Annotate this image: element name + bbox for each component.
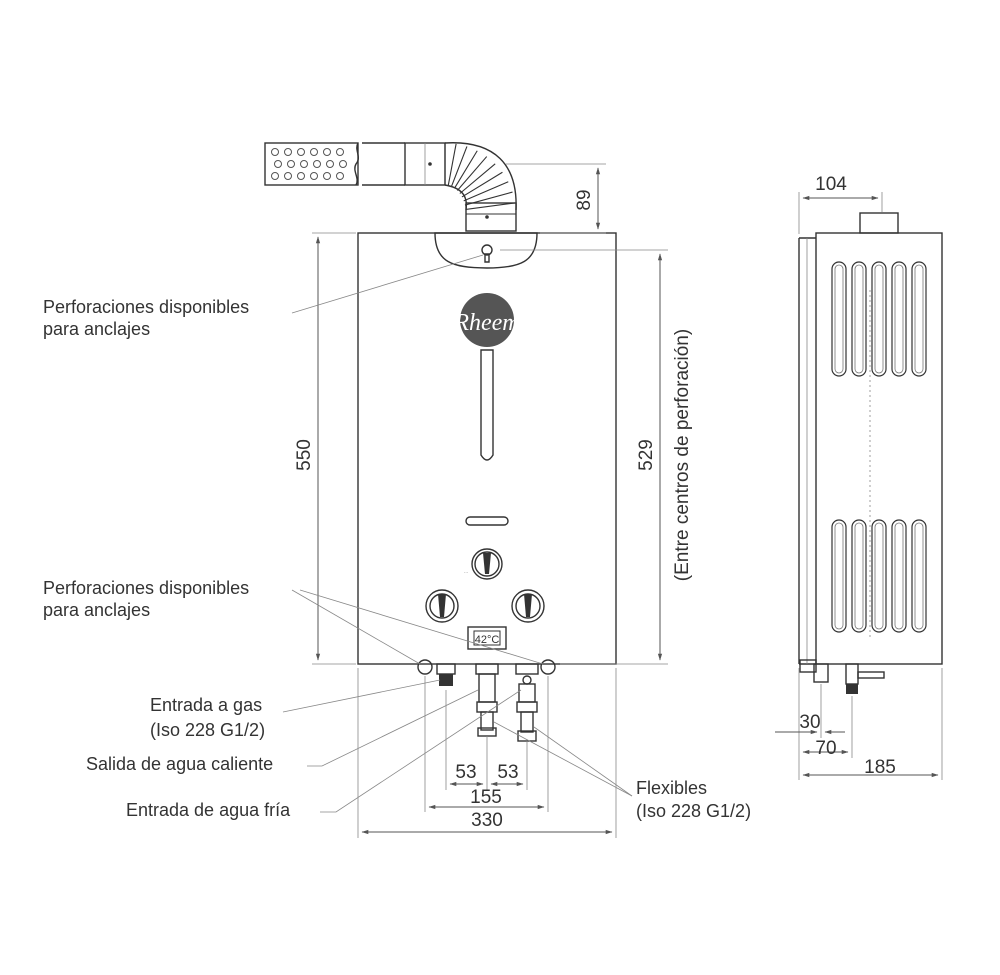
callout-flexibles-line1: Flexibles <box>636 778 707 798</box>
logo-text: Rheem <box>453 310 519 336</box>
viewing-window <box>480 349 494 461</box>
callout-anchor-bottom-line2: para anclajes <box>43 600 150 620</box>
dim-inlet-span: 155 <box>470 787 502 808</box>
front-dimensions: 89 550 529 (Entre centros de perforación… <box>294 163 693 838</box>
dim-flue-depth: 104 <box>815 174 847 195</box>
callout-cold-inlet: Entrada de agua fría <box>126 800 291 820</box>
svg-text:···: ··· <box>464 570 468 575</box>
callout-anchor-top-line2: para anclajes <box>43 319 150 339</box>
hanger-hole-icon <box>481 244 493 256</box>
flue-perforations <box>271 148 347 180</box>
center-knob: ··· <box>464 548 503 580</box>
left-knob <box>425 589 459 623</box>
side-body <box>815 232 943 665</box>
vent-slot <box>465 516 509 526</box>
callout-anchor-top-line1: Perforaciones disponibles <box>43 297 249 317</box>
dim-left-spacing: 53 <box>455 762 476 783</box>
side-flue <box>859 212 899 234</box>
callouts: Perforaciones disponibles para anclajes … <box>43 254 751 821</box>
dim-gas-offset: 30 <box>799 712 820 733</box>
callout-hot-outlet: Salida de agua caliente <box>86 754 273 774</box>
callout-gas-inlet-line2: (Iso 228 G1/2) <box>150 720 265 740</box>
callout-flexibles-line2: (Iso 228 G1/2) <box>636 801 751 821</box>
bottom-connections <box>417 659 556 742</box>
dim-hole-centers-note: (Entre centros de perforación) <box>672 329 693 581</box>
rheem-logo: Rheem <box>453 293 520 347</box>
dim-depth: 185 <box>864 757 896 778</box>
flue-terminal <box>264 142 446 186</box>
dim-height: 550 <box>294 439 315 471</box>
dim-flue-height: 89 <box>574 189 595 210</box>
side-vent-slots <box>831 261 927 633</box>
front-view: Rheem ··· 42°C <box>264 142 617 742</box>
right-knob <box>511 589 545 623</box>
dim-hole-centers: 529 <box>636 439 657 471</box>
display-value: 42°C <box>475 634 500 646</box>
dim-water-offset: 70 <box>815 738 836 759</box>
top-hood <box>434 232 538 269</box>
callout-gas-inlet-line1: Entrada a gas <box>150 695 262 715</box>
temperature-display: 42°C <box>467 626 507 650</box>
flue-elbow <box>444 142 517 232</box>
side-dimensions: 104 30 70 185 <box>775 174 943 780</box>
dim-width: 330 <box>471 810 503 831</box>
callout-anchor-bottom-line1: Perforaciones disponibles <box>43 578 249 598</box>
dim-right-spacing: 53 <box>497 762 518 783</box>
side-view <box>798 212 943 694</box>
